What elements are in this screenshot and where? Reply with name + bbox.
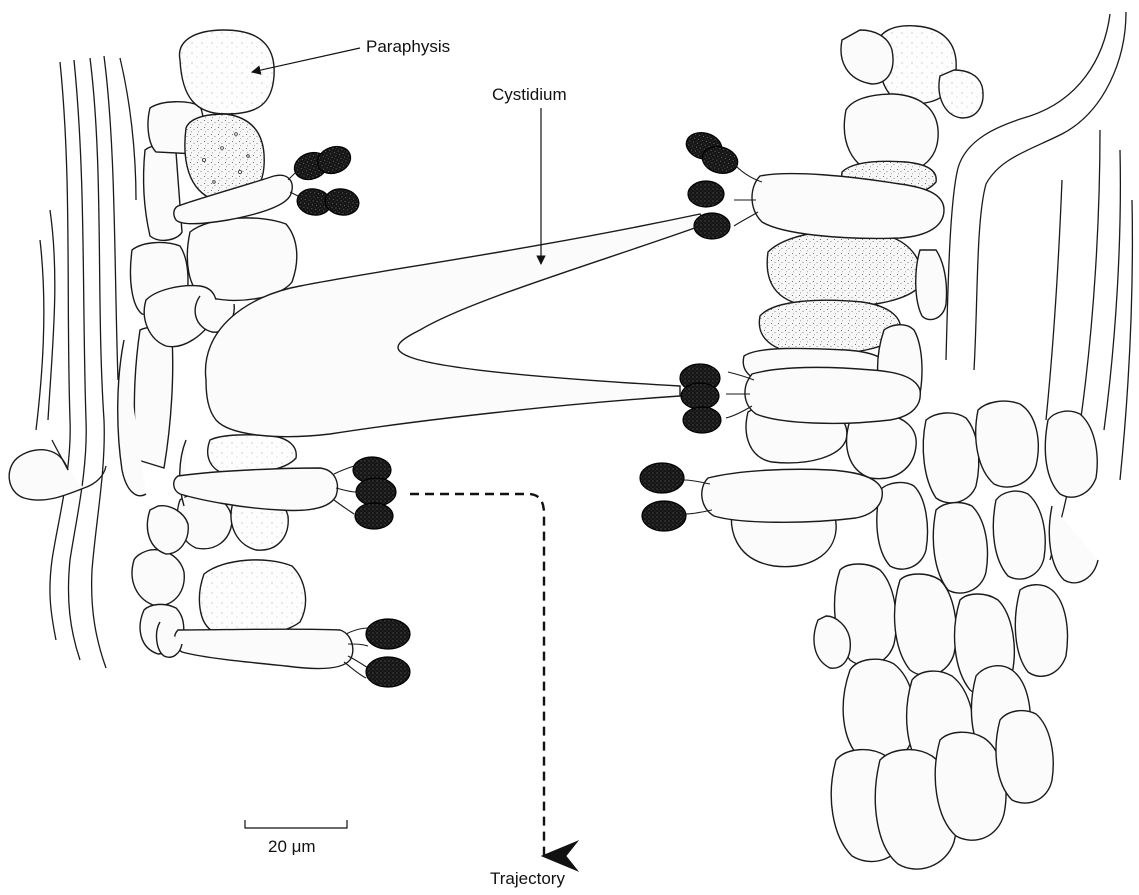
basidium-right-3 [640, 463, 882, 531]
scale-bar: 20 μm [245, 820, 347, 856]
basidiospore [683, 407, 721, 433]
paraphysis-label: Paraphysis [366, 37, 450, 56]
basidiospore [356, 478, 396, 506]
basidiospore [681, 383, 719, 409]
basidiospore [366, 619, 410, 649]
basidiospore [688, 181, 724, 207]
left-trama [9, 56, 136, 668]
basidium-left-3 [157, 619, 410, 687]
basidiospore [640, 463, 684, 493]
basidiospore [366, 657, 410, 687]
basidiospore [323, 186, 361, 218]
trajectory-path [410, 494, 544, 856]
basidiospore [355, 503, 393, 529]
paraphysis-label-group: Paraphysis [252, 37, 450, 72]
basidiospore [642, 501, 686, 531]
basidiospore [694, 213, 730, 239]
right-subhymenium [731, 26, 1098, 869]
trajectory-label: Trajectory [490, 869, 565, 888]
scale-bar-label: 20 μm [268, 837, 316, 856]
trajectory-group: Trajectory [410, 494, 565, 888]
cystidium-label: Cystidium [492, 85, 567, 104]
cystidium-label-group: Cystidium [492, 85, 567, 264]
